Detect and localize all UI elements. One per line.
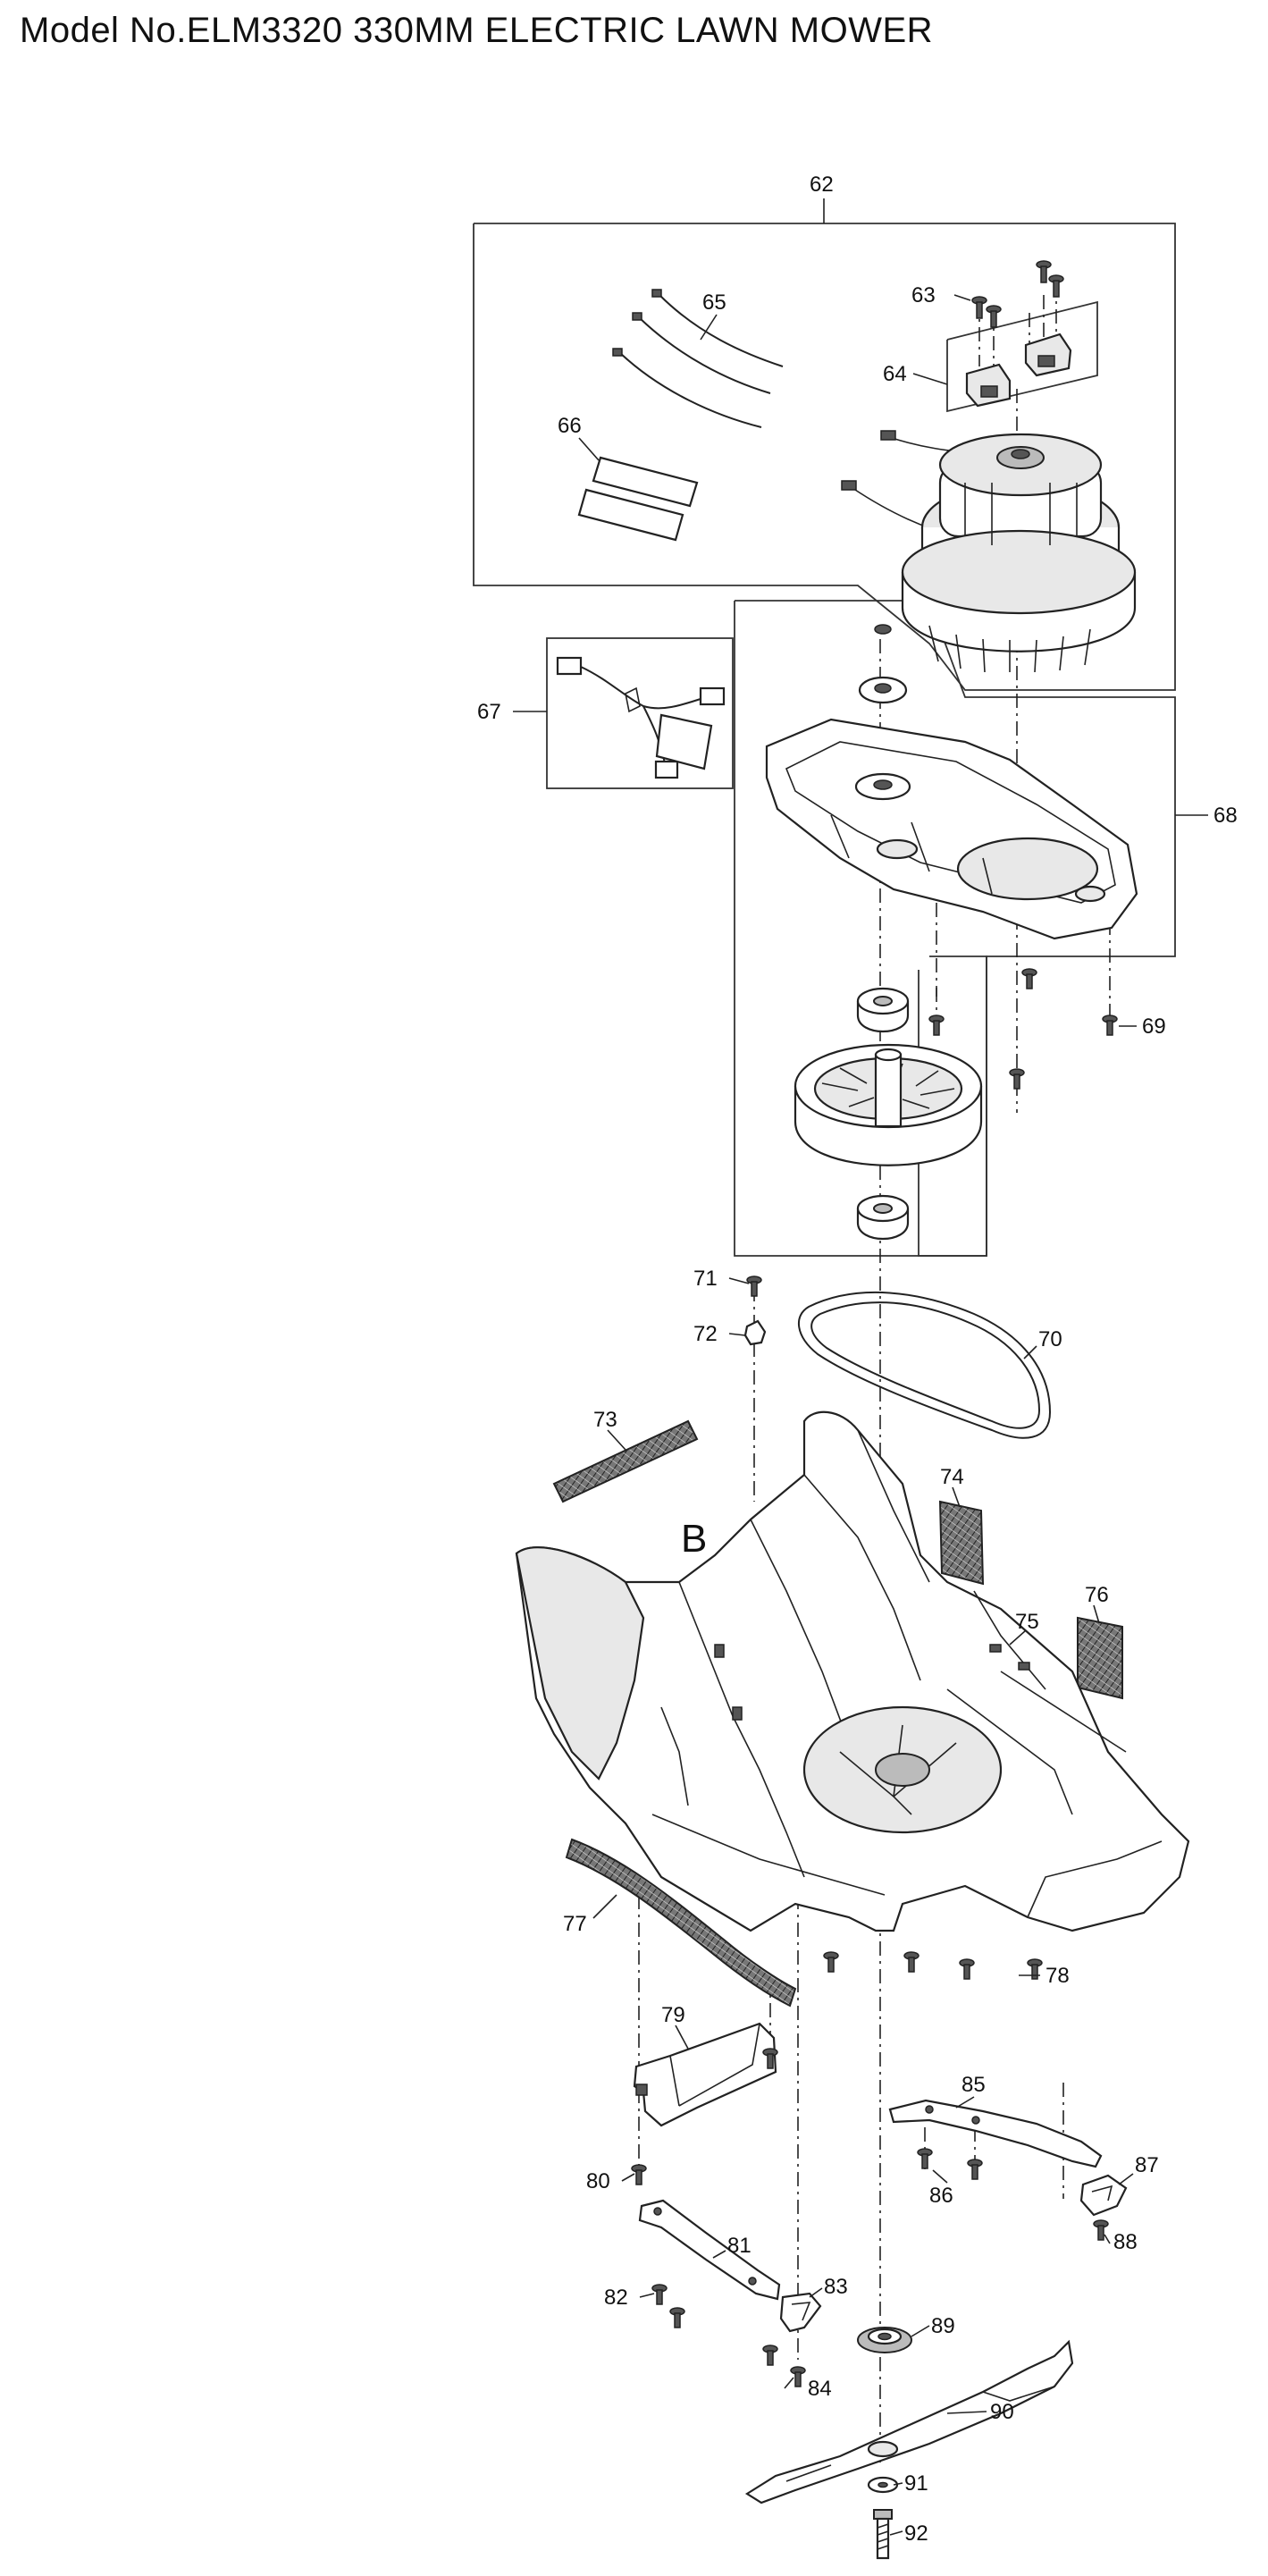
brush-holder-box xyxy=(946,300,1098,413)
filter-74 xyxy=(938,1500,985,1586)
clip-83 xyxy=(779,2292,822,2333)
callout-87: 87 xyxy=(1135,2153,1159,2177)
callout-labels: 62 63 64 65 66 67 68 69 70 71 72 73 74 7… xyxy=(477,173,1238,2546)
wiring-harness xyxy=(556,656,726,779)
callout-91: 91 xyxy=(904,2471,928,2496)
brush-holders xyxy=(965,333,1072,408)
callout-72: 72 xyxy=(693,1322,718,1346)
screws-82 xyxy=(651,2284,685,2328)
screws-78 xyxy=(823,1951,1043,1980)
screw-88 xyxy=(1093,2219,1109,2241)
drive-belt xyxy=(797,1291,1052,1439)
callout-83: 83 xyxy=(824,2275,848,2299)
washer-91 xyxy=(867,2476,899,2494)
callout-69: 69 xyxy=(1142,1014,1166,1039)
callout-86: 86 xyxy=(929,2184,953,2208)
filter-76 xyxy=(1077,1616,1123,1700)
callout-80: 80 xyxy=(586,2169,610,2193)
wiring-box xyxy=(546,637,734,789)
callout-81: 81 xyxy=(727,2234,752,2258)
leader-lines xyxy=(513,294,1208,2536)
callout-71: 71 xyxy=(693,1267,718,1291)
callout-73: 73 xyxy=(593,1408,617,1432)
bolt-92 xyxy=(873,2509,893,2560)
callout-77: 77 xyxy=(563,1912,587,1936)
bracket-81 xyxy=(638,2199,781,2301)
felt-pads xyxy=(577,456,699,542)
screws-86 xyxy=(917,2148,983,2180)
callout-62: 62 xyxy=(810,173,834,197)
callout-89: 89 xyxy=(931,2314,955,2338)
blade-90 xyxy=(744,2339,1074,2504)
gear-housing xyxy=(765,624,1138,940)
section-letter-b: B xyxy=(681,1517,707,1561)
callout-70: 70 xyxy=(1038,1327,1062,1351)
callout-66: 66 xyxy=(558,414,582,438)
callout-92: 92 xyxy=(904,2521,928,2546)
mesh-curve-77 xyxy=(565,1838,797,2008)
screws-69 xyxy=(928,968,1118,1090)
motor xyxy=(841,430,1137,673)
callout-67: 67 xyxy=(477,700,501,724)
screws-84 xyxy=(762,2344,806,2387)
callout-78: 78 xyxy=(1045,1964,1070,1988)
clip-72 xyxy=(743,1319,767,1346)
callout-65: 65 xyxy=(702,290,726,315)
blade-hub-89 xyxy=(857,2327,912,2353)
callout-84: 84 xyxy=(808,2377,832,2401)
callout-76: 76 xyxy=(1085,1583,1109,1607)
screws-80 xyxy=(631,2048,778,2185)
callout-90: 90 xyxy=(990,2400,1014,2424)
callout-79: 79 xyxy=(661,2003,685,2027)
callout-82: 82 xyxy=(604,2286,628,2310)
cover-79 xyxy=(633,2022,777,2127)
cable-ties xyxy=(612,289,784,428)
motor-assembly-box xyxy=(473,198,1176,691)
callout-75: 75 xyxy=(1015,1610,1039,1634)
screws-63 xyxy=(971,260,1064,328)
page-title: Model No.ELM3320 330MM ELECTRIC LAWN MOW… xyxy=(20,11,934,50)
callout-68: 68 xyxy=(1213,804,1238,828)
callout-88: 88 xyxy=(1113,2230,1138,2254)
callout-74: 74 xyxy=(940,1465,964,1489)
bracket-85 xyxy=(888,2099,1103,2168)
screw-71 xyxy=(746,1275,762,1297)
callout-63: 63 xyxy=(911,283,936,307)
clip-87 xyxy=(1079,2174,1128,2217)
callout-85: 85 xyxy=(961,2073,986,2097)
callout-64: 64 xyxy=(883,362,907,386)
pulley-bearings xyxy=(794,987,983,1240)
mesh-strip-73 xyxy=(552,1419,699,1503)
mower-deck xyxy=(515,1410,1190,1932)
